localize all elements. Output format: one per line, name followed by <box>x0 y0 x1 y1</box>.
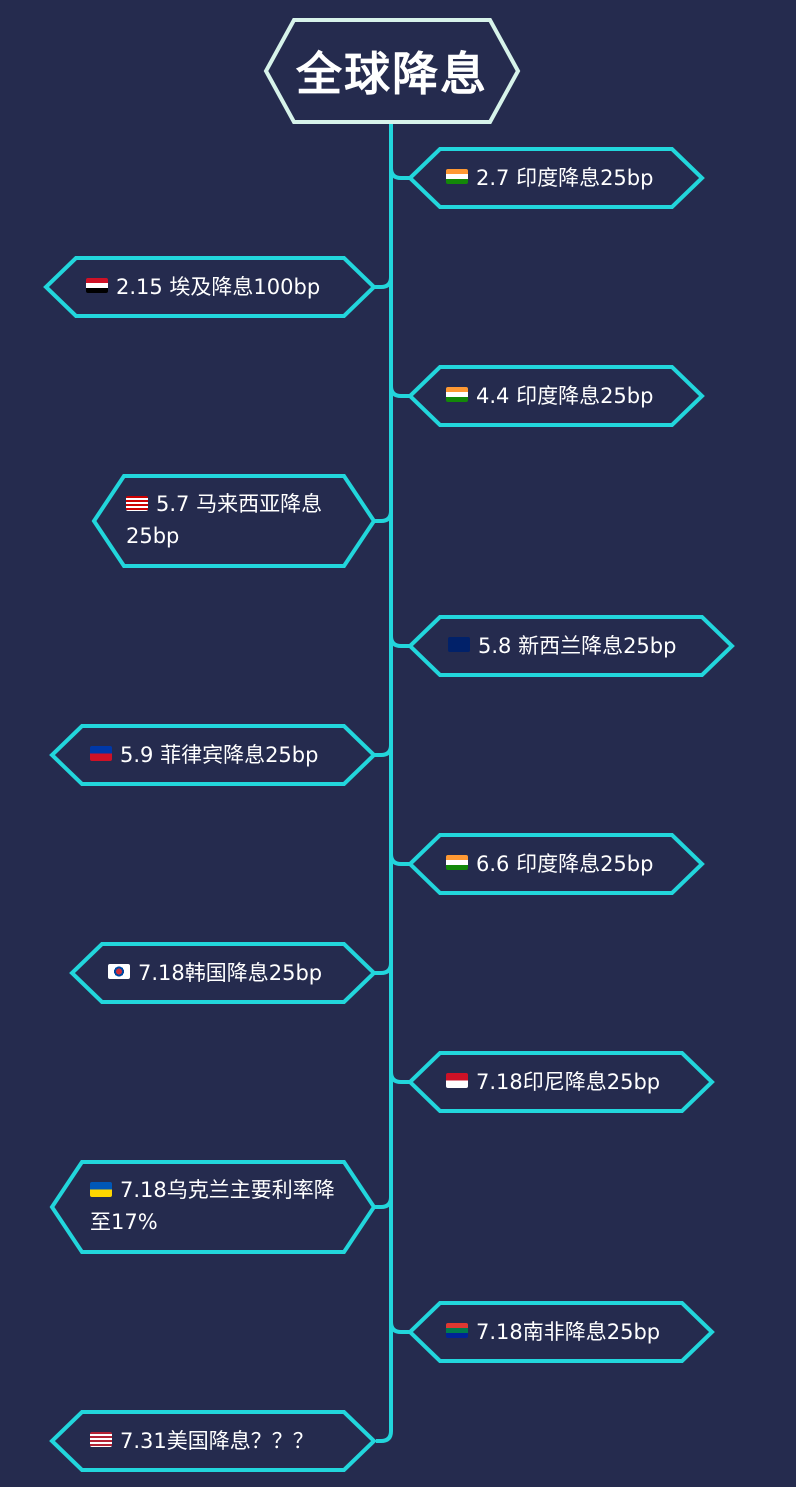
event-node[interactable]: 7.18乌克兰主要利率降至17% <box>49 1160 377 1254</box>
connector-line <box>389 853 410 866</box>
event-label: 7.31美国降息？？？ <box>120 1429 314 1453</box>
philippines-flag-icon <box>90 745 112 761</box>
ukraine-flag-icon <box>90 1181 112 1197</box>
connector-line <box>374 962 393 975</box>
node-hexagon <box>49 724 377 786</box>
node-hexagon <box>407 1051 715 1113</box>
node-hexagon <box>49 1160 377 1254</box>
event-node[interactable]: 7.18南非降息25bp <box>407 1301 715 1363</box>
node-hexagon <box>407 833 705 895</box>
event-node[interactable]: 2.15 埃及降息100bp <box>43 256 377 318</box>
root-title: 全球降息 <box>296 47 488 101</box>
connector-line <box>389 635 410 648</box>
event-label: 2.7 印度降息25bp <box>476 166 654 190</box>
usa-flag-icon <box>90 1431 112 1447</box>
connector-line <box>374 744 393 757</box>
node-hexagon <box>407 1301 715 1363</box>
event-label: 7.18韩国降息25bp <box>138 961 323 985</box>
egypt-flag-icon <box>86 277 108 293</box>
connector-line <box>389 1071 410 1084</box>
connector-line <box>389 1321 410 1334</box>
event-label: 6.6 印度降息25bp <box>476 852 654 876</box>
event-label: 2.15 埃及降息100bp <box>116 275 321 299</box>
node-hexagon <box>49 1410 377 1472</box>
india-flag-icon <box>446 386 468 402</box>
event-node[interactable]: 6.6 印度降息25bp <box>407 833 705 895</box>
node-hexagon <box>407 365 705 427</box>
event-node[interactable]: 7.18韩国降息25bp <box>69 942 377 1004</box>
root-node[interactable]: 全球降息 <box>263 18 521 124</box>
event-node[interactable]: 7.31美国降息？？？ <box>49 1410 377 1472</box>
event-node[interactable]: 5.9 菲律宾降息25bp <box>49 724 377 786</box>
connector-line <box>374 510 393 523</box>
event-label: 7.18乌克兰主要利率降至17% <box>90 1178 335 1234</box>
event-node[interactable]: 2.7 印度降息25bp <box>407 147 705 209</box>
node-hexagon <box>407 615 735 677</box>
event-label: 5.7 马来西亚降息25bp <box>126 492 323 548</box>
event-label: 5.9 菲律宾降息25bp <box>120 743 319 767</box>
connector-line <box>376 124 393 1443</box>
india-flag-icon <box>446 854 468 870</box>
event-node[interactable]: 7.18印尼降息25bp <box>407 1051 715 1113</box>
event-label: 4.4 印度降息25bp <box>476 384 654 408</box>
new-zealand-flag-icon <box>448 636 470 652</box>
event-node[interactable]: 5.8 新西兰降息25bp <box>407 615 735 677</box>
indonesia-flag-icon <box>446 1072 468 1088</box>
malaysia-flag-icon <box>126 495 148 511</box>
event-node[interactable]: 4.4 印度降息25bp <box>407 365 705 427</box>
node-hexagon <box>91 474 377 568</box>
connector-line <box>389 385 410 398</box>
root-hexagon <box>263 18 521 124</box>
south-korea-flag-icon <box>108 963 130 979</box>
connector-line <box>374 276 393 289</box>
node-hexagon <box>43 256 377 318</box>
india-flag-icon <box>446 168 468 184</box>
node-hexagon <box>69 942 377 1004</box>
event-label: 7.18南非降息25bp <box>476 1320 661 1344</box>
event-node[interactable]: 5.7 马来西亚降息25bp <box>91 474 377 568</box>
node-hexagon <box>407 147 705 209</box>
event-label: 5.8 新西兰降息25bp <box>478 634 677 658</box>
connector-line <box>389 167 410 180</box>
connector-line <box>374 1196 393 1209</box>
event-label: 7.18印尼降息25bp <box>476 1070 661 1094</box>
south-africa-flag-icon <box>446 1322 468 1338</box>
